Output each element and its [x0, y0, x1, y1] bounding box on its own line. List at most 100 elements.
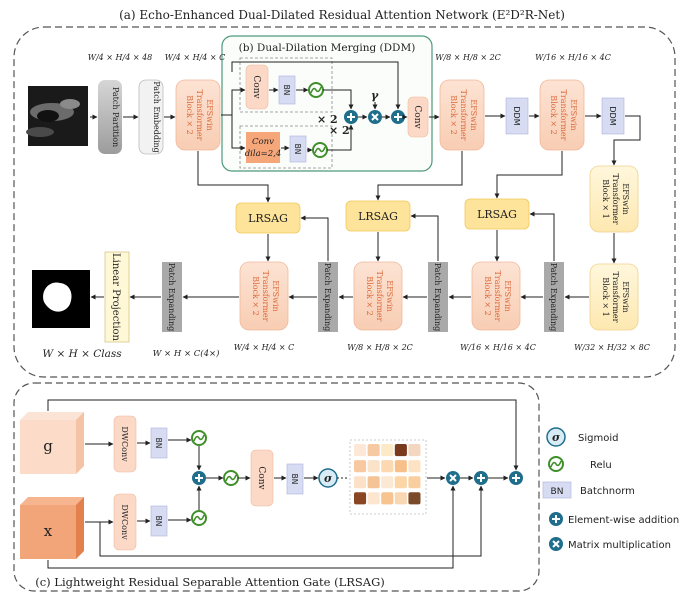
svg-text:g: g — [43, 437, 53, 455]
patch-expanding-block-3 — [428, 262, 448, 332]
encoder-efswin-block-1: EFSwinTransformerBlock × 2 — [175, 79, 221, 151]
ddm-bn-label-1: BN — [282, 85, 291, 96]
patch-expanding-label-1: Patch Expanding — [167, 263, 176, 332]
lrsag-dwconv-label-x: DWConv — [120, 504, 129, 540]
patch-partition-block — [98, 80, 122, 154]
ddm-bn-block-2 — [289, 135, 307, 163]
dim-label-6: W/16 × H/16 × 4C — [460, 343, 536, 352]
svg-text:EFSwinTransformerBlock × 1: EFSwinTransformerBlock × 1 — [601, 272, 630, 323]
lrsag-block-3 — [464, 198, 530, 230]
attention-cell — [381, 476, 394, 489]
attention-cell — [408, 444, 421, 457]
dim-label-8: W/4 × H/4 × C — [234, 343, 294, 352]
ddm-times2-label-1: × 2 — [317, 113, 338, 126]
ddm-bn-label-2: BN — [293, 144, 302, 155]
svg-text:x: x — [44, 522, 53, 540]
lrsag-conv-block — [250, 449, 274, 507]
attention-cell — [408, 476, 421, 489]
lrsag-sigmoid-icon: σ — [318, 468, 338, 488]
panel-a-arrows — [90, 61, 641, 300]
svg-text:EFSwinTransformerBlock × 2: EFSwinTransformerBlock × 2 — [365, 271, 394, 322]
decoder-efswin-block-3: EFSwinTransformerBlock × 2 — [471, 261, 521, 331]
legend-relu-icon — [548, 456, 564, 472]
legend-bn-icon — [542, 481, 572, 499]
legend-add-icon — [549, 512, 563, 526]
ddm-block-1 — [505, 97, 529, 135]
patch-expanding-label-2: Patch Expanding — [323, 263, 332, 332]
dim-label-10: W × H × Class — [42, 348, 122, 360]
lrsag-relu-icon-x — [191, 510, 207, 526]
svg-text:σ: σ — [552, 431, 561, 444]
lrsag-block-1 — [235, 202, 301, 234]
ddm-conv-dila-block: Conv dila=2,4 — [245, 132, 282, 163]
ddm-matmul-icon — [368, 110, 382, 124]
attention-cell — [394, 460, 407, 473]
attention-cell — [394, 444, 407, 457]
dim-label-4: W/16 × H/16 × 4C — [535, 53, 611, 62]
legend-matmul-icon — [549, 537, 563, 551]
ddm-out-conv-block — [407, 96, 429, 138]
attention-cell — [367, 476, 380, 489]
ddm-block-2-label: DDM — [608, 106, 617, 125]
svg-text:EFSwinTransformerBlock × 2: EFSwinTransformerBlock × 2 — [185, 90, 214, 141]
lrsag-label-3: LRSAG — [477, 208, 517, 221]
patch-embedding-label: Patch Embedding — [152, 81, 161, 153]
ddm-block-1-label: DDM — [512, 106, 521, 125]
lrsag-g-input-block: g — [20, 412, 84, 474]
panel-a-frame — [13, 26, 676, 378]
patch-expanding-block-2 — [318, 262, 338, 332]
ddm-conv-block — [245, 64, 269, 110]
svg-text:EFSwinTransformerBlock × 2: EFSwinTransformerBlock × 2 — [549, 90, 578, 141]
dim-label-3: W/8 × H/8 × 2C — [435, 53, 501, 62]
attention-cell — [394, 492, 407, 505]
ddm-times2-label-2: × 2 — [329, 124, 350, 137]
legend-batchnorm-label: Batchnorm — [580, 486, 635, 497]
decoder-efswin-block-2: EFSwinTransformerBlock × 2 — [353, 261, 403, 331]
lrsag-add-icon-3 — [509, 471, 523, 485]
legend-sigmoid-label: Sigmoid — [578, 433, 618, 444]
dim-label-5: W/32 × H/32 × 8C — [574, 343, 650, 352]
lrsag-label-1: LRSAG — [248, 212, 288, 225]
ultrasound-input-image — [26, 86, 88, 146]
attention-cell — [367, 444, 380, 457]
lrsag-relu-icon-mid — [223, 470, 239, 486]
lrsag-bn-label-g: BN — [154, 438, 163, 449]
svg-text:dila=2,4: dila=2,4 — [245, 149, 282, 159]
lrsag-matmul-icon — [446, 471, 460, 485]
panel-c-arrows — [47, 399, 519, 569]
ddm-conv-label: Conv — [251, 75, 261, 99]
ddm-gamma-label: γ — [371, 89, 379, 102]
patch-expanding-label-4: Patch Expanding — [549, 263, 558, 332]
attention-cell — [381, 444, 394, 457]
ddm-add-icon-1 — [344, 110, 358, 124]
legend-addition-label: Element-wise addition — [568, 515, 679, 526]
attention-cell — [354, 444, 367, 457]
lrsag-bn-label-x: BN — [154, 516, 163, 527]
legend-bn-text: BN — [551, 487, 564, 497]
svg-text:EFSwinTransformerBlock × 2: EFSwinTransformerBlock × 2 — [251, 271, 280, 322]
svg-text:EFSwinTransformerBlock × 2: EFSwinTransformerBlock × 2 — [449, 90, 478, 141]
lrsag-bn-label-mid: BN — [290, 474, 299, 485]
attention-cell — [367, 492, 380, 505]
svg-text:Conv: Conv — [252, 137, 274, 147]
ddm-out-conv-label: Conv — [412, 105, 422, 129]
attention-cell — [408, 460, 421, 473]
bottleneck-efswin-block-2: EFSwinTransformerBlock × 1 — [589, 263, 639, 331]
attention-cell — [354, 460, 367, 473]
panel-c-title: (c) Lightweight Residual Separable Atten… — [35, 575, 385, 589]
linear-projection-block — [104, 251, 130, 343]
ddm-branch-2-frame — [239, 125, 333, 169]
svg-text:EFSwinTransformerBlock × 1: EFSwinTransformerBlock × 1 — [601, 174, 630, 225]
lrsag-block-2 — [345, 200, 411, 232]
lrsag-conv-label: Conv — [256, 466, 266, 490]
dim-label-2: W/4 × H/4 × C — [165, 53, 225, 62]
dim-label-9: W × H × C(4×) — [153, 348, 220, 359]
panel-c-frame — [13, 382, 540, 592]
attention-cell — [354, 492, 367, 505]
encoder-efswin-block-2: EFSwinTransformerBlock × 2 — [439, 79, 485, 151]
panel-a-title: (a) Echo-Enhanced Dual-Dilated Residual … — [119, 8, 565, 22]
lrsag-label-2: LRSAG — [358, 210, 398, 223]
dim-label-7: W/8 × H/8 × 2C — [347, 343, 413, 352]
lrsag-x-input-block: x — [20, 497, 84, 559]
